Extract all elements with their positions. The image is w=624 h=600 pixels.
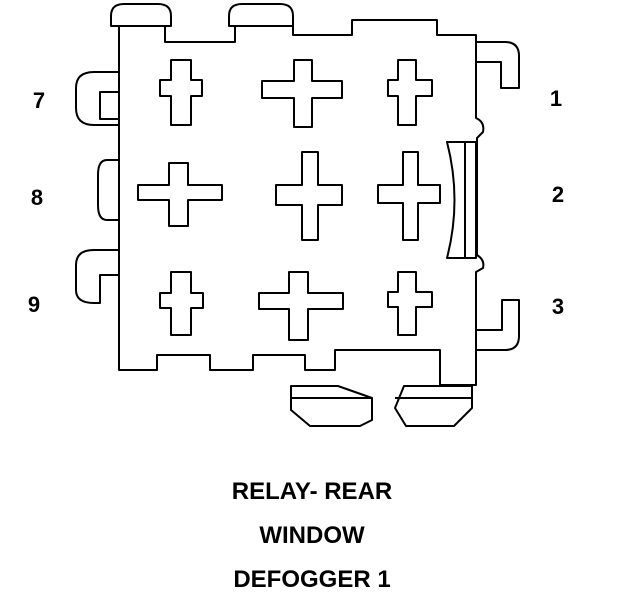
pin-number-7: 7 <box>33 88 45 113</box>
terminal-cavity-r3c3 <box>387 271 433 336</box>
pin-number-1: 1 <box>550 86 562 111</box>
caption-line-2: WINDOW <box>259 522 365 549</box>
pin-number-2: 2 <box>552 182 564 207</box>
side-hook-right-bottom <box>475 299 520 351</box>
terminal-cavity-r3c1 <box>159 271 204 336</box>
terminal-cavity-r2c3 <box>377 151 441 241</box>
side-hook-left-middle <box>97 159 120 221</box>
top-latch-left <box>110 3 172 27</box>
top-latch-right <box>228 3 294 27</box>
terminal-cavity-r1c3 <box>387 59 433 126</box>
bottom-foot-left <box>290 385 373 427</box>
pin-number-9: 9 <box>28 292 40 317</box>
terminal-cavity-r3c2 <box>258 271 344 341</box>
terminal-cavity-r2c2 <box>275 151 343 241</box>
side-hook-left-top <box>75 71 120 126</box>
side-slot-right <box>446 141 477 259</box>
terminal-cavity-r1c2 <box>261 59 343 128</box>
terminal-cavity-r2c1 <box>137 162 223 227</box>
side-hook-left-bottom <box>75 249 120 304</box>
pin-number-3: 3 <box>552 294 564 319</box>
bottom-foot-right <box>394 385 473 427</box>
pin-number-8: 8 <box>31 185 43 210</box>
terminal-cavity-r1c1 <box>159 59 203 126</box>
side-hook-right-top <box>475 41 520 89</box>
caption-line-1: RELAY- REAR <box>231 478 393 505</box>
caption-line-3: DEFOGGER 1 <box>233 566 391 593</box>
